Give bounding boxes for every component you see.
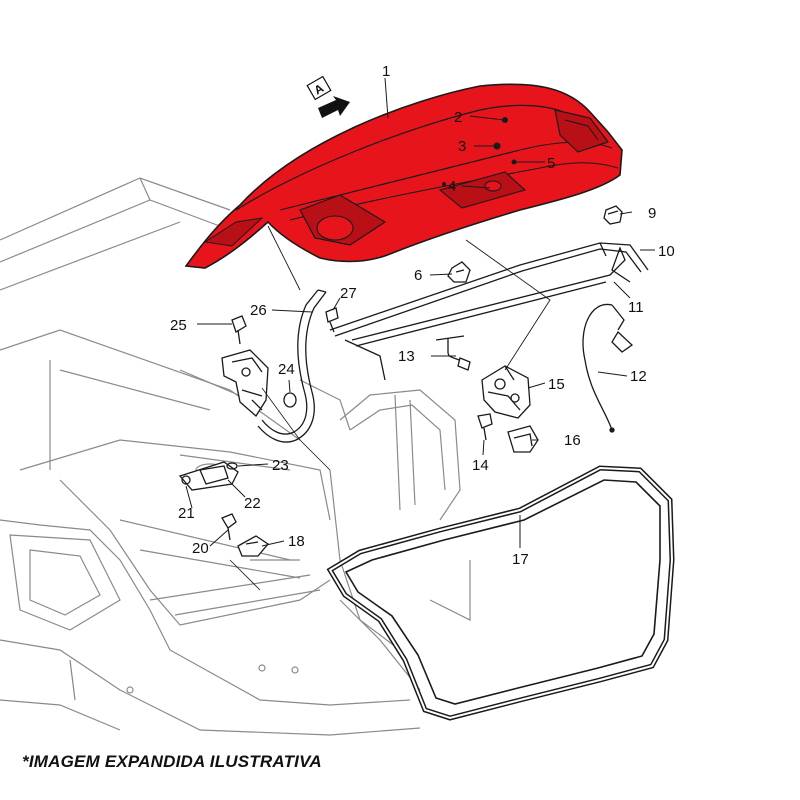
part-22-lamp xyxy=(178,461,239,491)
part-27-bolt xyxy=(325,307,339,333)
part-hinge-assembly xyxy=(221,349,269,417)
part-26-hinge-strap xyxy=(257,289,327,443)
callout-6: 6 xyxy=(414,267,422,284)
part-17-weatherstrip xyxy=(326,465,675,721)
callout-4: 4 xyxy=(448,178,456,195)
callout-labels: 1 2 3 4 5 6 9 10 11 12 13 14 15 16 17 18… xyxy=(170,63,675,568)
callout-5: 5 xyxy=(547,155,555,172)
part-16-striker xyxy=(507,425,539,453)
callout-20: 20 xyxy=(192,540,209,557)
callout-22: 22 xyxy=(244,495,261,512)
callout-23: 23 xyxy=(272,457,289,474)
illustrative-caption: *IMAGEM EXPANDIDA ILUSTRATIVA xyxy=(22,752,322,771)
callout-13: 13 xyxy=(398,348,415,365)
part-13-sensor-cable xyxy=(435,335,471,371)
callout-21: 21 xyxy=(178,505,195,522)
parts-group xyxy=(178,205,675,721)
part-18-bracket xyxy=(237,535,269,557)
callout-14: 14 xyxy=(472,457,489,474)
callout-15: 15 xyxy=(548,376,565,393)
part-11-torsion-rod xyxy=(344,246,631,381)
callout-1: 1 xyxy=(382,63,390,80)
part-9-bumper xyxy=(603,205,623,225)
leader-lines xyxy=(185,77,655,591)
callout-24: 24 xyxy=(278,361,295,378)
callout-25: 25 xyxy=(170,317,187,334)
callout-18: 18 xyxy=(288,533,305,550)
part-14-bolt xyxy=(477,413,493,441)
part-12-release-cable xyxy=(582,303,634,433)
callout-2: 2 xyxy=(454,109,462,126)
part-15-latch xyxy=(481,365,531,419)
callout-17: 17 xyxy=(512,551,529,568)
part-6-clip xyxy=(447,261,471,283)
part-10-torsion-rod xyxy=(329,242,649,337)
callout-11: 11 xyxy=(628,299,644,316)
vehicle-body-outline xyxy=(0,177,471,736)
part-20-clip xyxy=(221,513,237,541)
part-24-grommet xyxy=(283,392,297,408)
callout-16: 16 xyxy=(564,432,581,449)
callout-12: 12 xyxy=(630,368,647,385)
callout-3: 3 xyxy=(458,138,466,155)
view-marker: A xyxy=(306,75,350,118)
callout-10: 10 xyxy=(658,243,675,260)
callout-26: 26 xyxy=(250,302,267,319)
callout-9: 9 xyxy=(648,205,656,222)
callout-27: 27 xyxy=(340,285,357,302)
trunk-lid-panel xyxy=(184,83,623,269)
part-25-bolt xyxy=(231,315,247,345)
